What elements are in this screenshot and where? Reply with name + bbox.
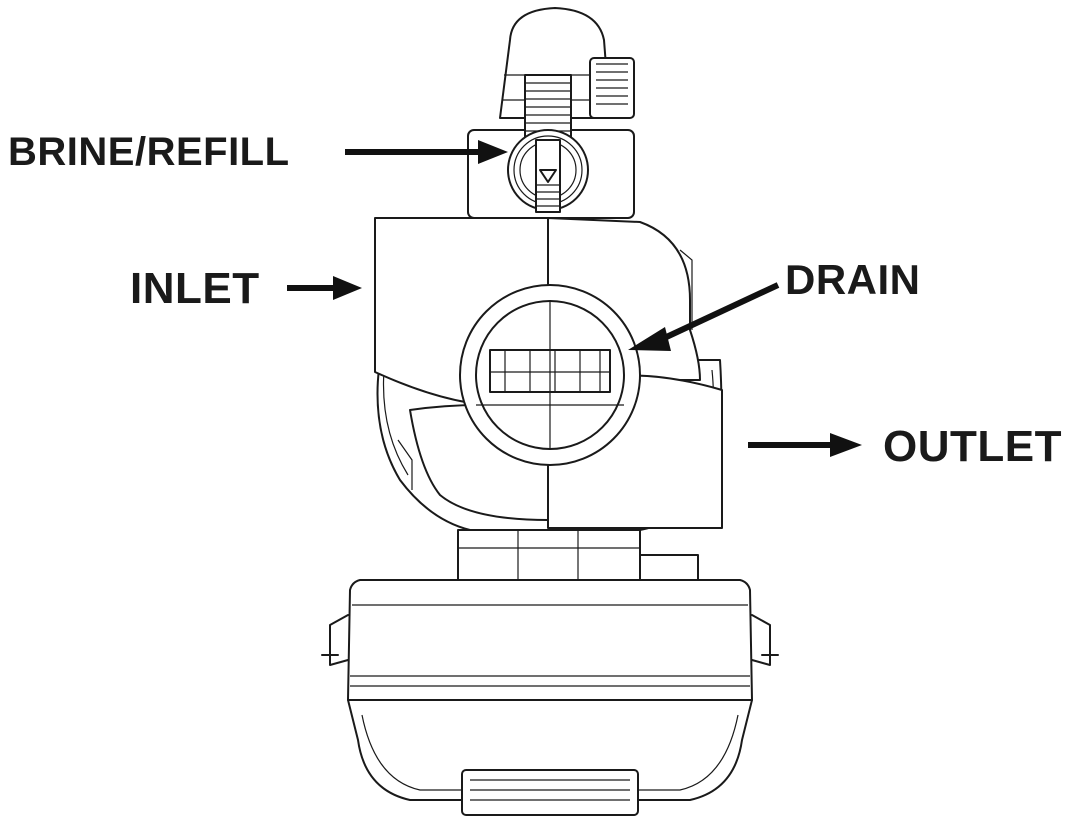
outlet-label: OUTLET [883,422,1062,471]
controller-box [321,579,779,816]
brine-refill-arrow [345,140,508,164]
drain-label: DRAIN [785,256,921,303]
outlet-arrow [748,433,862,457]
collar-nuts [457,529,699,581]
drain-arrow [628,282,780,351]
brine-fitting [467,74,635,219]
brine-refill-label: BRINE/REFILL [8,130,290,174]
inlet-label: INLET [130,264,260,313]
drain-port [459,284,641,466]
inlet-arrow [287,276,362,300]
